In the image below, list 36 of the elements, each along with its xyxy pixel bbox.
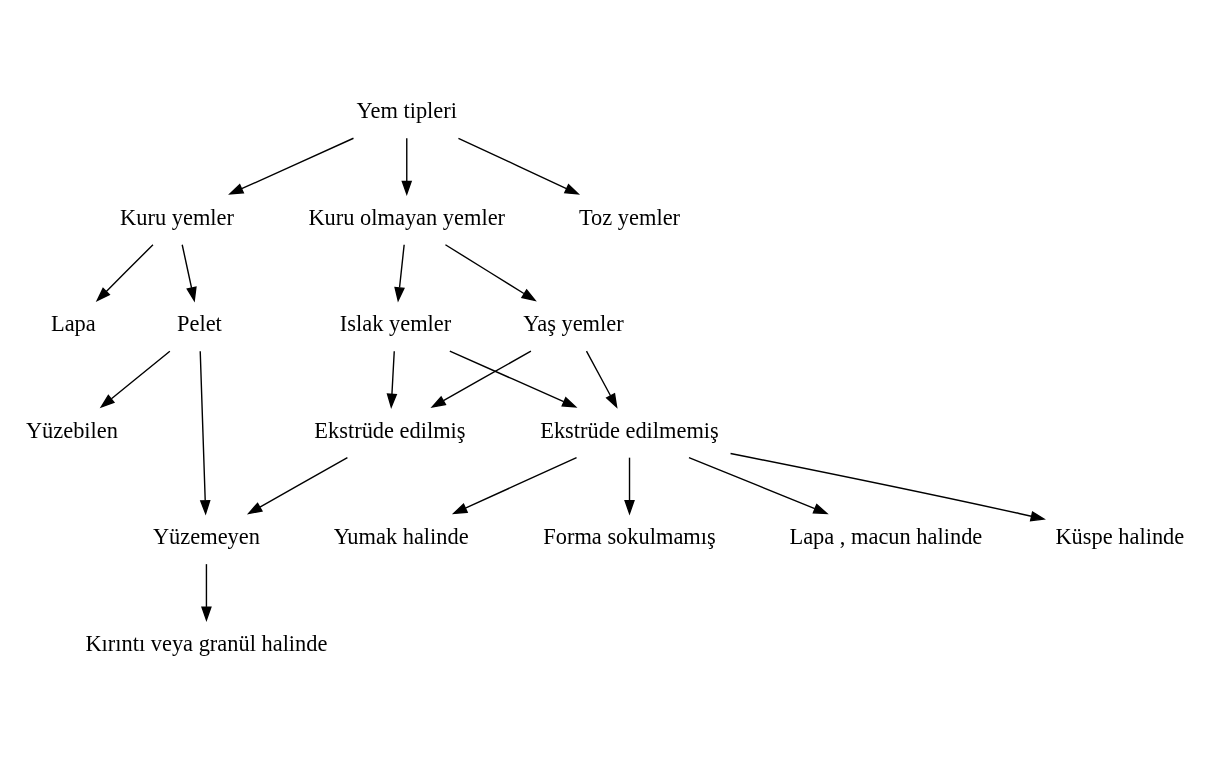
node-text: Yüzebilen: [25, 417, 118, 443]
arrow: [99, 350, 171, 409]
node-text: Küspe halinde: [1055, 524, 1185, 550]
node-text: Lapa: [50, 311, 96, 337]
arrow: [444, 244, 537, 302]
arrow: [228, 137, 355, 195]
arrow: [688, 457, 829, 515]
arrow: [246, 457, 349, 515]
arrow: [457, 137, 581, 195]
node-text: Toz yemler: [578, 204, 681, 230]
node-text: Kuru olmayan yemler: [308, 204, 506, 230]
arrow: [201, 563, 212, 622]
node-text: Kuru yemler: [120, 204, 234, 230]
node-text: Forma sokulmamış: [543, 524, 716, 550]
node-text: Kırıntı veya granül halinde: [85, 630, 328, 656]
node-text: Ekstrüde edilmemiş: [540, 417, 719, 443]
arrow: [386, 350, 398, 410]
node-text: Yumak halinde: [333, 524, 469, 550]
arrow: [430, 350, 532, 408]
arrow: [181, 244, 197, 303]
node-text: Pelet: [177, 311, 222, 337]
node-text: Ekstrüde edilmiş: [314, 417, 466, 443]
node-text: Yem tipleri: [356, 98, 457, 124]
arrow: [585, 350, 618, 409]
arrow: [401, 137, 413, 197]
arrow: [624, 457, 635, 516]
arrow: [199, 350, 211, 516]
arrow: [451, 457, 578, 515]
node-text: Lapa , macun halinde: [789, 524, 983, 550]
arrow: [95, 244, 154, 302]
arrow: [394, 244, 405, 303]
arrow: [729, 452, 1046, 522]
arrow: [449, 350, 578, 408]
node-text: Yaş yemler: [523, 311, 624, 337]
node-text: Yüzemeyen: [152, 524, 260, 550]
node-text: Islak yemler: [339, 311, 452, 337]
